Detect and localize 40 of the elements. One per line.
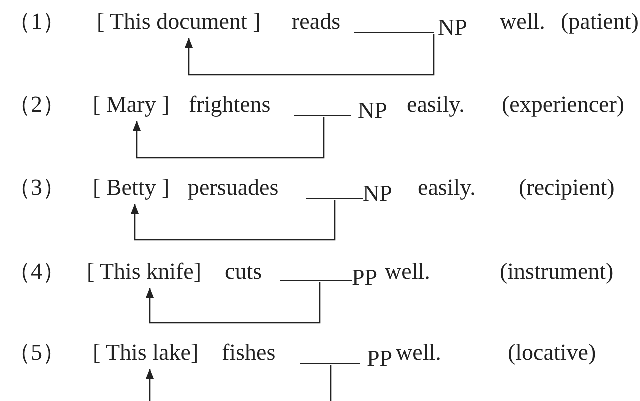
subject-phrase: [ This document ] bbox=[97, 8, 261, 36]
word: reads bbox=[292, 8, 341, 36]
subject-phrase: [ Mary ] bbox=[93, 91, 170, 119]
example-number: （4） bbox=[8, 258, 66, 286]
gap-line bbox=[306, 198, 363, 199]
movement-arrow bbox=[146, 365, 332, 401]
word: easily. bbox=[407, 91, 465, 119]
word: well. bbox=[500, 8, 546, 36]
role-label: (recipient) bbox=[519, 174, 615, 202]
category-label: NP bbox=[358, 97, 388, 125]
word: fishes bbox=[222, 339, 276, 367]
role-label: (locative) bbox=[508, 339, 596, 367]
word: persuades bbox=[188, 174, 279, 202]
subject-phrase: [ This knife] bbox=[87, 258, 202, 286]
example-number: （5） bbox=[8, 339, 66, 367]
category-label: PP bbox=[367, 345, 393, 373]
category-label: PP bbox=[352, 264, 378, 292]
role-label: (patient) bbox=[561, 8, 639, 36]
example-number: （2） bbox=[8, 91, 66, 119]
word: well. bbox=[396, 339, 442, 367]
movement-arrow bbox=[133, 117, 325, 159]
example-number: （1） bbox=[8, 8, 66, 36]
subject-phrase: [ Betty ] bbox=[93, 174, 170, 202]
gap-line bbox=[300, 363, 360, 364]
word: easily. bbox=[418, 174, 476, 202]
category-label: NP bbox=[438, 14, 468, 42]
word: well. bbox=[385, 258, 430, 286]
gap-line bbox=[280, 280, 352, 281]
movement-arrow bbox=[131, 200, 336, 241]
role-label: (experiencer) bbox=[502, 91, 625, 119]
word: cuts bbox=[225, 258, 262, 286]
word: frightens bbox=[189, 91, 271, 119]
subject-phrase: [ This lake] bbox=[93, 339, 199, 367]
example-number: （3） bbox=[8, 174, 66, 202]
role-label: (instrument) bbox=[500, 258, 614, 286]
movement-arrow bbox=[185, 34, 435, 76]
gap-line bbox=[354, 32, 434, 33]
gap-line bbox=[294, 115, 351, 116]
category-label: NP bbox=[363, 180, 392, 208]
movement-arrow bbox=[146, 282, 321, 324]
